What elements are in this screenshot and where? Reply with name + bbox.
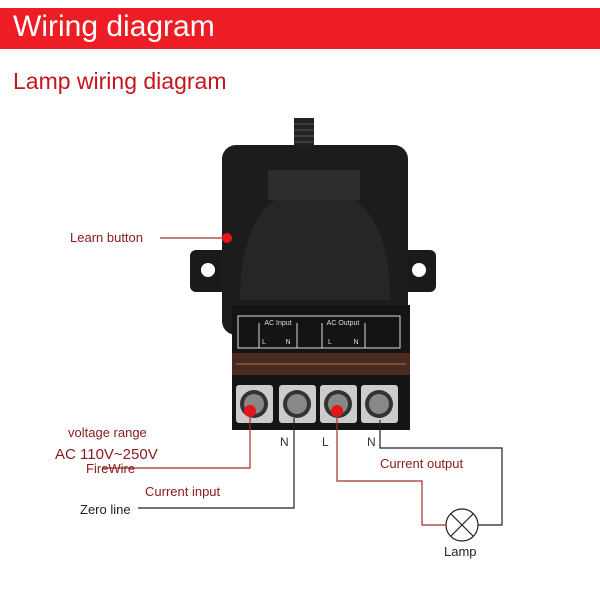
current-output-label: Current output — [380, 456, 463, 471]
zero-line-wire — [138, 418, 295, 509]
antenna — [294, 118, 314, 150]
voltage-value: AC 110V~250V — [55, 446, 158, 463]
output-l-wire — [336, 411, 446, 526]
firewire-wire — [102, 411, 251, 469]
terminal-l-output: L — [322, 435, 329, 449]
output-n-wire — [379, 420, 503, 526]
voltage-range-label: voltage range — [68, 425, 147, 440]
lamp-label: Lamp — [444, 544, 477, 559]
panel-out-l: L — [328, 339, 332, 346]
panel-ac-output: AC Output — [327, 320, 360, 327]
terminal-block — [236, 385, 398, 423]
panel-ac-input: AC Input — [264, 320, 291, 327]
learn-button-label: Learn button — [70, 230, 143, 245]
header-bar: Wiring diagram — [0, 8, 600, 49]
zero-line-label: Zero line — [80, 502, 131, 517]
header-title: Wiring diagram — [13, 10, 215, 43]
panel-in-n: N — [285, 339, 290, 346]
current-input-label: Current input — [145, 484, 221, 499]
terminal-n-input: N — [280, 435, 289, 449]
terminal-label-panel — [237, 315, 401, 349]
panel-in-l: L — [262, 339, 266, 346]
panel-out-n: N — [353, 339, 358, 346]
learn-button-dot — [222, 233, 232, 243]
terminal-n-output: N — [367, 435, 376, 449]
lamp-icon — [445, 508, 479, 542]
firewire-label: FireWire — [86, 461, 135, 476]
diagram-subtitle: Lamp wiring diagram — [13, 68, 227, 94]
